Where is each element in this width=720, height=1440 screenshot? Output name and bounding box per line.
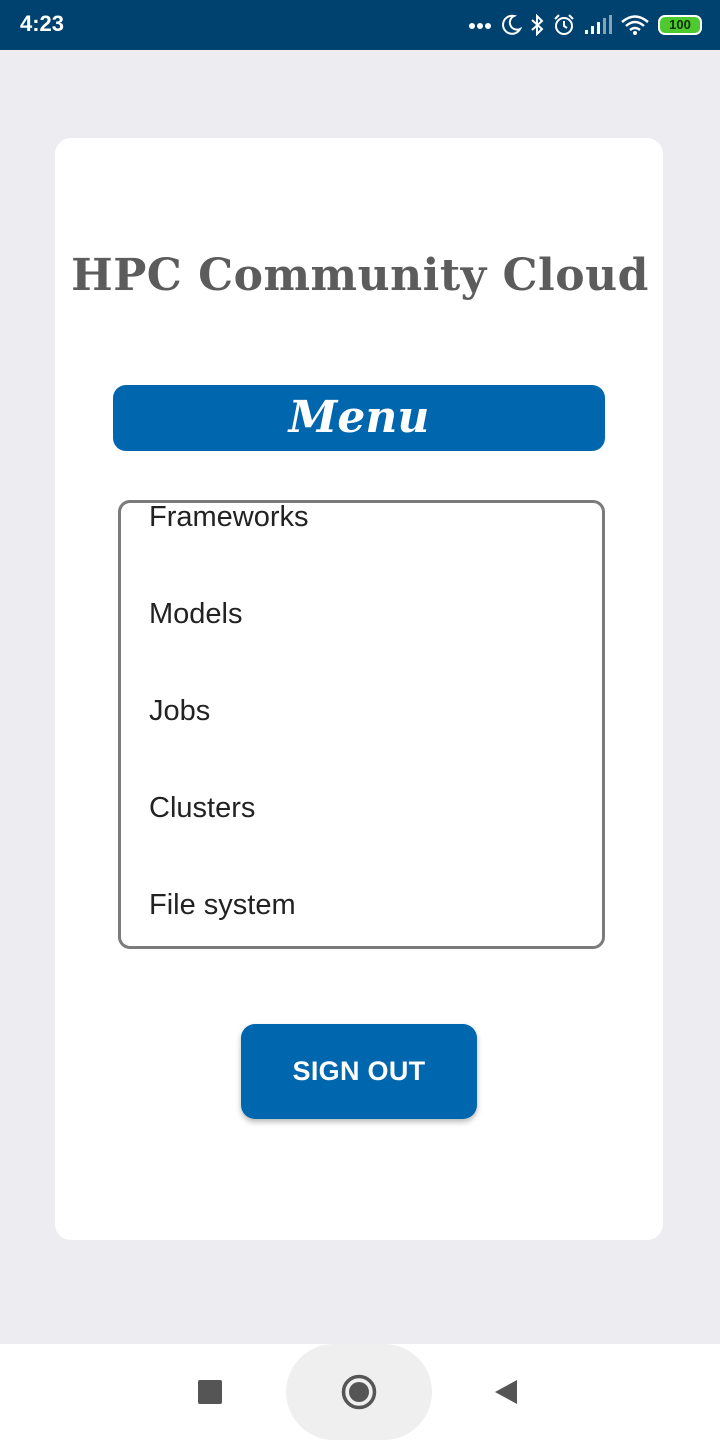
- app-title: HPC Community Cloud: [71, 250, 649, 301]
- wifi-icon: [620, 14, 650, 36]
- status-time: 4:23: [20, 11, 65, 36]
- menu-header: Menu: [113, 385, 605, 451]
- recents-square-icon[interactable]: [198, 1380, 222, 1409]
- signal-icon: [584, 15, 612, 35]
- status-icons: 100: [468, 10, 702, 40]
- sign-out-button[interactable]: SIGN OUT: [241, 1024, 477, 1119]
- more-dots-icon: [468, 20, 492, 30]
- menu-list[interactable]: Frameworks Models Jobs Clusters File sys…: [118, 500, 605, 949]
- home-circle-icon[interactable]: [341, 1374, 377, 1415]
- navigation-bar: [0, 1344, 720, 1440]
- menu-item-jobs[interactable]: Jobs: [149, 695, 211, 727]
- alarm-icon: [552, 13, 576, 37]
- back-triangle-icon[interactable]: [494, 1379, 518, 1410]
- menu-item-models[interactable]: Models: [149, 598, 243, 630]
- menu-item-clusters[interactable]: Clusters: [149, 792, 256, 824]
- menu-item-frameworks[interactable]: Frameworks: [149, 501, 309, 533]
- menu-item-file-system[interactable]: File system: [149, 889, 296, 921]
- bluetooth-icon: [530, 14, 544, 36]
- battery-icon: 100: [658, 15, 702, 35]
- status-bar: 4:23 100: [0, 0, 720, 50]
- moon-icon: [500, 14, 522, 36]
